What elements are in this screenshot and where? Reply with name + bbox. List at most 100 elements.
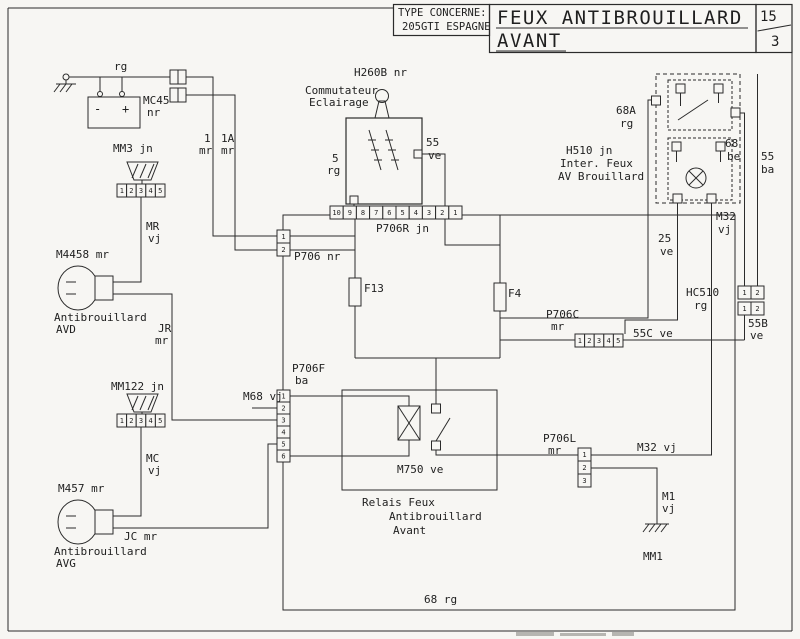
wire-jc-mr: [120, 443, 277, 529]
indicator-lamp-icon: [685, 167, 707, 189]
h260b-switch-symbol: [345, 89, 423, 205]
mm1-ground-symbol: [642, 523, 669, 533]
relay-m750-symbol: [341, 389, 498, 491]
wire-label-m68: M68 vj: [243, 390, 283, 403]
wire-label-m32-right-color: vj: [718, 223, 731, 236]
pin-number: 3: [427, 209, 431, 217]
avd-label-line1: Antibrouillard: [54, 311, 147, 324]
wire-label-m32-right: M32: [716, 210, 736, 223]
h510-label: H510 jn: [566, 144, 612, 157]
sheet-border: [7, 7, 793, 632]
wire-m1-vj: [591, 467, 658, 524]
pin-cell: [276, 449, 291, 463]
wire-label-1a-color: mr: [221, 144, 235, 157]
wire-label-5-color: rg: [327, 164, 340, 177]
p706l-color: mr: [548, 444, 562, 457]
wire-mr-vj: [120, 197, 142, 283]
pin-number: 3: [597, 337, 601, 345]
wire-label-68be-color: be: [727, 150, 740, 163]
wire-1a-mr: [186, 94, 277, 251]
pin-number: 4: [148, 417, 152, 425]
fog-lamp-avg-symbol: [57, 499, 120, 545]
pin-number: 5: [158, 187, 162, 195]
m750-label: M750 ve: [397, 463, 443, 476]
mm122-label: MM122 jn: [111, 380, 164, 393]
harness-box: [282, 214, 736, 611]
pin-number: 2: [281, 246, 285, 254]
wire-label-55c: 55C ve: [633, 327, 673, 340]
pin-cell: [177, 69, 187, 85]
pin-number: 1: [120, 417, 124, 425]
pin-cell: [750, 301, 765, 316]
wire-label-mc-color: vj: [148, 464, 161, 477]
pin-number: 3: [281, 417, 285, 425]
wire-jr-mr: [120, 293, 277, 421]
wire-label-55ba-color: ba: [761, 163, 774, 176]
wire-label-68be: 68: [725, 137, 738, 150]
pin-number: 9: [348, 209, 352, 217]
h510-label-line3: AV Brouillard: [558, 170, 644, 183]
wire-label-mc: MC: [146, 452, 159, 465]
pin-number: 5: [400, 209, 404, 217]
avg-label-line2: AVG: [56, 557, 76, 570]
relais-label-line2: Antibrouillard: [389, 510, 482, 523]
wire-label-1-color: mr: [199, 144, 213, 157]
pin-cell: [154, 413, 166, 428]
page-title-line1: FEUX ANTIBROUILLARD: [497, 7, 743, 29]
h260b-label: H260B nr: [354, 66, 407, 79]
mm3-label: MM3 jn: [113, 142, 153, 155]
page-title-line2: AVANT: [497, 30, 562, 52]
pin-number: 3: [139, 417, 143, 425]
mm122-ground-symbol: [126, 393, 159, 413]
pin-number: 1: [281, 233, 285, 241]
page-number: 15: [760, 9, 777, 25]
wire-label-55ba: 55: [761, 150, 774, 163]
pin-cell: [154, 183, 166, 198]
relais-label-line1: Relais Feux: [362, 496, 435, 509]
p706f-label: P706F: [292, 362, 325, 375]
wire-label-25: 25: [658, 232, 671, 245]
pin-number: 2: [281, 405, 285, 413]
wire-label-mr-color: vj: [148, 232, 161, 245]
pin-number: 5: [158, 417, 162, 425]
wire-mc-vj: [120, 427, 142, 517]
fog-lamp-avd-symbol: [57, 265, 120, 311]
relais-label-line3: Avant: [393, 524, 426, 537]
p706l-connector: 123: [577, 447, 592, 488]
p706l-label: P706L: [543, 432, 576, 445]
pin-cell: [169, 87, 179, 103]
battery-minus-sign: -: [94, 102, 101, 116]
h510-label-line2: Inter. Feux: [560, 157, 633, 170]
type-concerne-value: 205GTI ESPAGNE: [402, 21, 491, 33]
wire-68a-rg: [500, 99, 651, 319]
hc510-label: HC510: [686, 286, 719, 299]
pin-number: 8: [361, 209, 365, 217]
fuse-f4-symbol: [493, 282, 507, 312]
m4458-label: M4458 mr: [56, 248, 109, 261]
pin-number: 2: [755, 305, 759, 313]
wire-label-1a: 1A: [221, 132, 235, 145]
pin-number: 5: [616, 337, 620, 345]
wire-label-rg: rg: [114, 60, 127, 73]
wire-label-jr-color: mr: [155, 334, 169, 347]
pin-number: 1: [578, 337, 582, 345]
wire-label-m1: M1: [662, 490, 675, 503]
h510-switch-symbol: [651, 73, 741, 204]
pin-number: 1: [742, 305, 746, 313]
pin-number: 1: [120, 187, 124, 195]
pin-number: 3: [582, 477, 586, 485]
pin-number: 3: [139, 187, 143, 195]
wire-68-be: [740, 112, 745, 286]
pin-number: 6: [281, 453, 285, 461]
pin-cell: [169, 69, 179, 85]
wire-label-mr: MR: [146, 220, 160, 233]
battery-symbol: [87, 91, 141, 129]
wire-label-68rg: 68 rg: [424, 593, 457, 606]
commutateur-label-line1: Commutateur: [305, 84, 378, 97]
wire-55-ve: [422, 153, 446, 206]
pin-number: 4: [281, 429, 285, 437]
